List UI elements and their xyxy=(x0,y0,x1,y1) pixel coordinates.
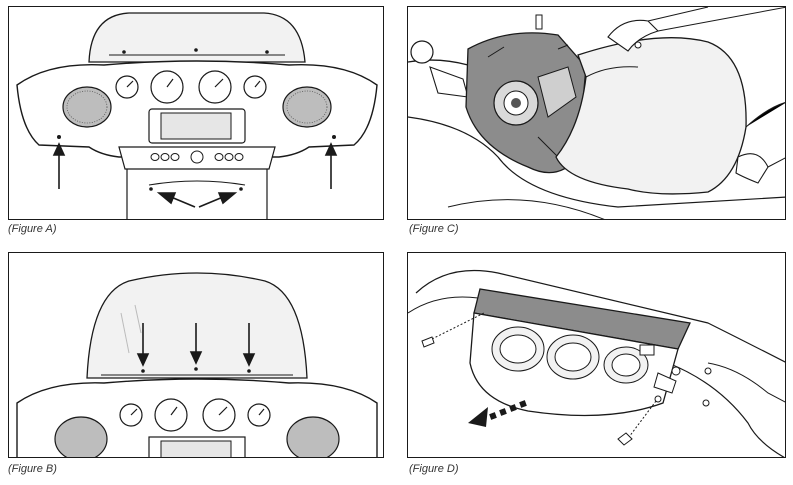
windshield xyxy=(88,12,306,63)
figure-b-panel xyxy=(8,252,384,458)
figure-b-illustration xyxy=(16,272,378,457)
gauge-cluster xyxy=(115,70,267,104)
figure-a-caption: (Figure A) xyxy=(8,223,57,235)
figure-c-illustration xyxy=(408,7,785,219)
figure-b-caption: (Figure B) xyxy=(8,463,57,475)
figure-a-panel xyxy=(8,6,384,220)
figure-d-illustration xyxy=(408,270,785,457)
removal-arrow xyxy=(468,400,527,427)
screw-left xyxy=(421,312,485,348)
right-speaker xyxy=(282,86,332,128)
figure-a-illustration xyxy=(16,12,378,219)
windshield xyxy=(86,272,308,379)
arrows xyxy=(136,323,256,367)
figure-d-panel xyxy=(407,252,786,458)
hand-right xyxy=(735,153,769,184)
arrows xyxy=(52,142,338,208)
left-speaker xyxy=(62,86,112,128)
figure-c-panel xyxy=(407,6,786,220)
outer-fairing xyxy=(555,37,747,195)
figure-d-caption: (Figure D) xyxy=(409,463,459,475)
screw-bottom xyxy=(617,400,657,446)
figure-c-caption: (Figure C) xyxy=(409,223,459,235)
